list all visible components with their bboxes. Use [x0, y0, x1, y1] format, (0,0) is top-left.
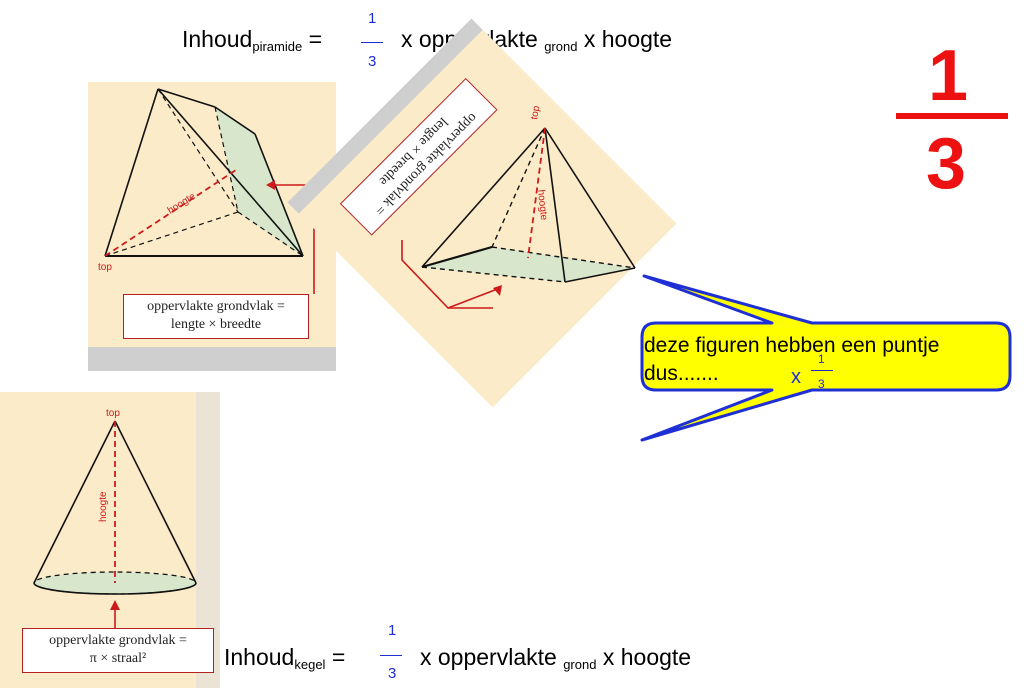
- pyramid1-box-line2: lengte × breedte: [170, 317, 262, 332]
- pyramid1-height-label: hoogte: [166, 191, 198, 217]
- formula-kegel-numerator: 1: [388, 622, 397, 639]
- formula-subscript-grond: grond: [544, 39, 578, 54]
- callout-numerator: 1: [818, 352, 825, 366]
- formula-subscript: kegel: [294, 657, 326, 672]
- formula-kegel: Inhoudkegel =: [224, 644, 345, 672]
- formula-kegel-fraction-line: [380, 655, 402, 656]
- formula-label: Inhoud: [224, 644, 295, 670]
- formula-piramide-numerator: 1: [368, 10, 377, 27]
- formula-subscript: piramide: [252, 39, 303, 54]
- callout-line2: dus.......: [644, 362, 719, 385]
- pyramid2-pointer: [401, 240, 493, 309]
- formula-piramide-denominator: 3: [368, 53, 377, 70]
- callout-x: x: [791, 366, 801, 388]
- cone-box-line1: oppervlakte grondvlak =: [49, 633, 187, 648]
- big-fraction-line: [896, 113, 1008, 119]
- pyramid2-top-label: top: [529, 104, 542, 120]
- big-fraction-denominator: 3: [926, 124, 967, 204]
- formula-subscript-grond: grond: [563, 657, 597, 672]
- cone-drawing: hoogte top: [33, 408, 197, 628]
- cone-top-label: top: [106, 408, 120, 419]
- formula-text-hoogte: x hoogte: [602, 644, 692, 670]
- pyramid1-label-box: oppervlakte grondvlak = lengte × breedte: [123, 294, 309, 339]
- formula-piramide: Inhoudpiramide =: [182, 26, 322, 54]
- pyramid1-panel-shadow: [88, 347, 336, 371]
- callout-line1: deze figuren hebben een puntje: [644, 334, 940, 357]
- formula-piramide-fraction-line: [361, 42, 383, 43]
- cone-label-box: oppervlakte grondvlak = π × straal²: [22, 628, 214, 673]
- formula-text-oppervlakte: x oppervlakte: [420, 644, 557, 670]
- pyramid1-drawing: hoogte top: [98, 88, 315, 294]
- pyramid1-box-line1: oppervlakte grondvlak =: [147, 299, 285, 314]
- formula-equals: =: [331, 644, 346, 670]
- pyramid2-base-face: [422, 247, 635, 282]
- pyramid2-height-label: hoogte: [535, 189, 549, 221]
- cone-height-label: hoogte: [98, 491, 109, 522]
- formula-kegel-denominator: 3: [388, 665, 397, 682]
- formula-kegel-rest: x oppervlakte grond x hoogte: [420, 644, 691, 672]
- callout-bubble: [640, 274, 1012, 442]
- callout-denominator: 3: [818, 377, 825, 391]
- formula-text-hoogte: x hoogte: [583, 26, 673, 52]
- formula-equals: =: [308, 26, 323, 52]
- formula-label: Inhoud: [182, 26, 253, 52]
- cone-box-line2: π × straal²: [89, 651, 147, 666]
- pyramid1-base-face: [215, 107, 303, 256]
- pyramid2-drawing: hoogte top: [401, 104, 636, 309]
- big-fraction-numerator: 1: [928, 36, 969, 116]
- pyramid1-top-label: top: [98, 262, 112, 273]
- callout-fraction-line: [811, 370, 833, 371]
